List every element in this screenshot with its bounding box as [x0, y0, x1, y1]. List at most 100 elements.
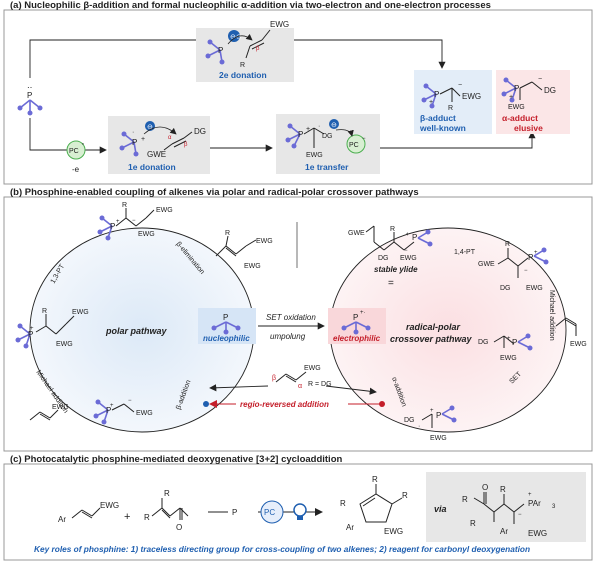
svg-text:−: −: [404, 248, 408, 254]
alkene-aryl: Ar EWG: [58, 501, 119, 524]
dg-r: DG: [500, 285, 511, 292]
ar-prod: Ar: [346, 523, 354, 532]
phosphine-adduct-rad: P +: [285, 123, 310, 149]
r3-int: R: [462, 495, 468, 504]
coupled-alkene-product: R EWG EWG: [215, 230, 273, 270]
radical-mid-species: DG P + EWG: [478, 333, 533, 362]
r3-prod: R: [402, 491, 408, 500]
ewg-top2: EWG: [138, 231, 155, 238]
polar-bottom-species: P + − EWG: [93, 398, 153, 425]
phosphine-electrophile: P +·: [341, 310, 371, 335]
beta-subtitle: well-known: [419, 123, 466, 133]
p-atom-ylide: P: [412, 233, 417, 242]
p-atom-m: P: [512, 338, 517, 347]
r-ylide: R: [390, 226, 395, 233]
ewg-ylide: EWG: [400, 255, 417, 262]
svg-text:+·: +·: [360, 310, 366, 316]
key-roles-text: Key roles of phosphine: 1) traceless dir…: [34, 544, 530, 554]
p-atom-start: P: [27, 91, 32, 100]
svg-text:−: −: [538, 76, 542, 83]
electrophilic-label: electrophilic: [333, 334, 381, 343]
phosphine-start: P ‥: [17, 81, 43, 116]
gwe-1e: GWE: [147, 150, 166, 159]
p-atom-bot: P: [106, 406, 111, 415]
alkene-middle: EWG β α R = DG: [272, 365, 332, 390]
two-e-label: 2e donation: [219, 70, 267, 80]
minus-e-label: -e: [72, 165, 80, 174]
ewg-b: EWG: [430, 435, 447, 442]
p-atom-nuc: P: [223, 313, 228, 322]
svg-text:⊖: ⊖: [331, 122, 337, 129]
p-atom-r: P: [528, 253, 533, 262]
svg-text:3: 3: [552, 504, 556, 510]
beta-adduct: P +: [421, 83, 439, 109]
michael-label-r: Michael addition: [548, 290, 555, 341]
stable-ylide-label: stable ylide: [374, 265, 418, 274]
set-oxidation-label: SET oxidation: [266, 313, 316, 322]
regio-reversed-label: regio-reversed addition: [240, 400, 329, 409]
panel-a-frame: [3, 9, 593, 185]
svg-text:+: +: [406, 232, 410, 238]
svg-text:+: +: [430, 408, 434, 414]
ar-label: Ar: [58, 515, 66, 524]
ewg-prod: EWG: [384, 527, 403, 536]
p-atom-el: P: [353, 313, 358, 322]
via-label: via: [434, 504, 447, 514]
one-e-box: [108, 116, 210, 174]
beta-sym-1e: β: [184, 142, 188, 148]
beta-sym-mid: β: [272, 375, 276, 382]
radical-label-2: crossover pathway: [390, 334, 473, 344]
r1-prod: R: [340, 499, 346, 508]
p-atom-left: P: [28, 330, 33, 339]
svg-text:‥: ‥: [27, 81, 32, 90]
radical-right-species: GWE R P + DG EWG −: [478, 241, 549, 292]
alpha-sym-mid: α: [298, 383, 302, 390]
svg-text:+: +: [141, 136, 145, 143]
one-e-label: 1e donation: [128, 162, 176, 172]
one-e-transfer-label: 1e transfer: [305, 162, 349, 172]
polar-top-species: P + R EWG EWG −: [97, 202, 173, 241]
svg-text:+: +: [116, 219, 120, 225]
ewg-m: EWG: [500, 355, 517, 362]
pt14-label: 1,4-PT: [454, 249, 476, 256]
gwe-r: GWE: [478, 261, 495, 268]
svg-text:+: +: [110, 403, 114, 409]
r2-c: R: [164, 489, 170, 498]
pii-label: P: [232, 508, 237, 517]
beta-title: β-adduct: [420, 113, 456, 123]
svg-text:·: ·: [318, 123, 320, 130]
dg-tr: DG: [322, 133, 333, 140]
stable-ylide-species: GWE R P + DG EWG −: [348, 225, 433, 262]
alpha-adduct: P +: [501, 77, 519, 103]
svg-text:−: −: [128, 398, 132, 404]
ewg-r: EWG: [526, 285, 543, 292]
ewg-left1: EWG: [72, 309, 89, 316]
panel-b-frame: [3, 196, 593, 452]
p-atom: P: [218, 46, 223, 55]
dg-b: DG: [404, 417, 415, 424]
nucleophilic-label: nucleophilic: [203, 334, 250, 343]
svg-text:O: O: [176, 523, 182, 532]
dg-m: DG: [478, 339, 489, 346]
svg-text:−: −: [132, 218, 136, 224]
ewg-top1: EWG: [156, 207, 173, 214]
ewg-alkR: EWG: [570, 341, 587, 348]
r-beta: R: [448, 105, 453, 112]
plus-sign: +: [124, 511, 130, 523]
svg-text:⊖: ⊖: [147, 124, 153, 131]
phosphine-radcat: P + ·: [119, 129, 145, 157]
gwe-ylide: GWE: [348, 230, 365, 237]
svg-text:·: ·: [132, 129, 134, 136]
pc-circle-icon: [260, 500, 284, 524]
r-prod: R: [225, 230, 230, 237]
ewg-prod2: EWG: [244, 263, 261, 270]
radical-label-1: radical-polar: [406, 322, 461, 332]
pc-plus-icon: [66, 140, 86, 160]
r1-c: R: [144, 513, 150, 522]
beta-adduct-box: [414, 70, 492, 134]
polar-label: polar pathway: [105, 326, 168, 336]
ewg-alpha: EWG: [508, 104, 525, 111]
ewg-bot: EWG: [136, 410, 153, 417]
dg-1e: DG: [194, 127, 206, 136]
alpha-subtitle: elusive: [514, 123, 543, 133]
